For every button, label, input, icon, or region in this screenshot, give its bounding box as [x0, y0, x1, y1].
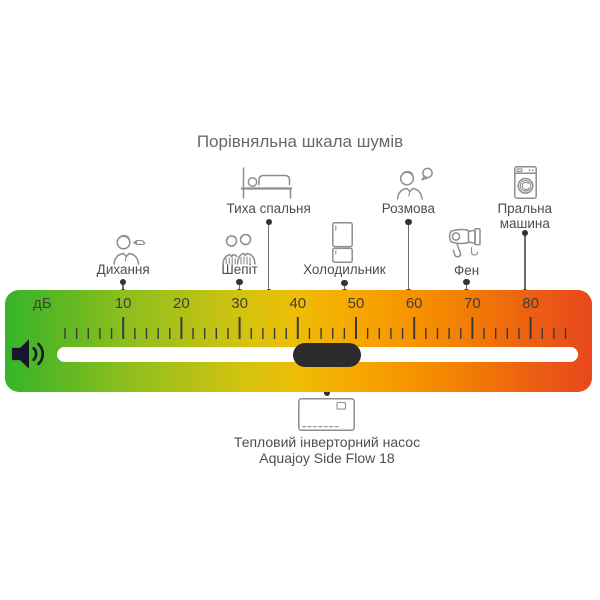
fridge-icon [331, 222, 353, 263]
noise-item-label: Дихання [96, 262, 150, 277]
connector-line [343, 283, 346, 293]
whisper-icon [221, 233, 256, 265]
hairdryer-icon [448, 228, 481, 258]
noise-item-label: Тиха спальня [226, 201, 311, 216]
scale-tick-label: 80 [522, 295, 539, 312]
scale-tick-label: 70 [464, 295, 481, 312]
noise-item-label: Шепіт [221, 262, 258, 277]
pump-label-line2: Aquajoy Side Flow 18 [259, 450, 395, 466]
scale-tick-label: 60 [405, 295, 423, 312]
noise-item-label: Холодильник [303, 262, 386, 277]
connector-line [267, 222, 270, 293]
connector-line [122, 282, 124, 293]
scale-tick-label: 40 [289, 295, 307, 312]
page-title: Порівняльна шкала шумів [196, 132, 404, 151]
connector-line [407, 222, 410, 293]
unit-label: дБ [33, 295, 52, 312]
connector-dot [341, 279, 348, 287]
noise-item-label: Розмова [381, 201, 436, 216]
washing-machine-icon [514, 166, 538, 199]
noise-item-label: Пральна машина [497, 201, 553, 231]
connector-line [523, 233, 526, 293]
connector-dot [521, 229, 528, 237]
scale-tick-label: 10 [114, 295, 132, 312]
pump-label-line1: Тепловий інверторний насос [233, 434, 421, 450]
speaker-icon [11, 339, 45, 369]
scale-bar: дБ 10 20 30 40 50 60 70 80 [5, 290, 592, 392]
connector-dot [120, 278, 127, 286]
connector-line [238, 282, 241, 293]
scale-tick-label: 30 [231, 295, 248, 312]
tick-marks [64, 317, 567, 339]
bed-icon [240, 167, 292, 199]
connector-dot [236, 278, 243, 286]
connector-dot [323, 389, 331, 396]
slider-handle [292, 343, 361, 367]
connector-line [465, 282, 468, 293]
scale-tick-label: 50 [347, 295, 365, 312]
breathing-icon [113, 234, 146, 265]
noise-item-label: Фен [453, 263, 480, 278]
connector-dot [265, 218, 272, 226]
connector-dot [463, 278, 470, 286]
scale-tick-label: 20 [173, 295, 190, 312]
connector-dot [405, 218, 412, 226]
heat-pump-icon [298, 398, 356, 431]
conversation-icon [397, 167, 434, 200]
